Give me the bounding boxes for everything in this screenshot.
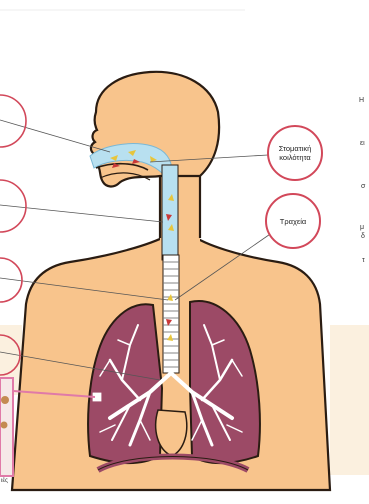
callout-trachea: Τραχεία <box>265 193 321 249</box>
right-text-1: Η <box>359 97 364 105</box>
right-text-2: ει <box>360 140 365 148</box>
right-panel <box>330 325 369 475</box>
right-text-5: δ <box>361 233 365 241</box>
label-mouth-cavity: Στοματική κοιλότητα <box>269 144 321 162</box>
right-text-6: τ <box>362 257 365 265</box>
head-shape <box>91 72 219 187</box>
right-text-4: μ <box>360 224 364 232</box>
pharynx <box>162 165 178 260</box>
right-text-3: σ <box>361 183 365 191</box>
left-inset-text: ιές <box>1 478 8 484</box>
trachea-rings <box>163 255 179 373</box>
label-trachea: Τραχεία <box>280 217 306 226</box>
callout-mouth: Στοματική κοιλότητα <box>267 125 323 181</box>
